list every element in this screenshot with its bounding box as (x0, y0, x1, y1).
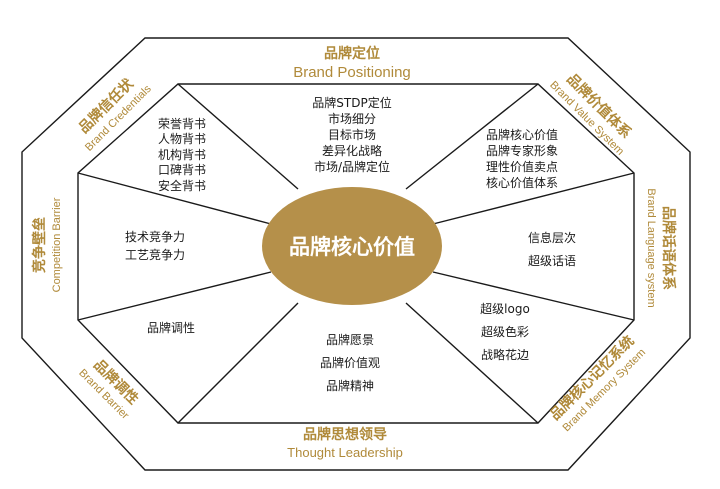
list-item: 市场细分 (328, 111, 376, 126)
bottom-title-cn: 品牌思想领导 (303, 426, 387, 443)
list-item: 机构背书 (158, 147, 206, 162)
center-label: 品牌核心价值 (289, 235, 415, 259)
list-item: 品牌价值观 (320, 355, 380, 370)
right-title-cn: 品牌话语体系 (660, 206, 677, 290)
top-title-en: Brand Positioning (293, 64, 411, 81)
list-item: 超级色彩 (481, 324, 529, 339)
list-item: 品牌愿景 (326, 333, 374, 347)
bottom-title-en: Thought Leadership (287, 445, 403, 460)
top-title-cn: 品牌定位 (324, 45, 380, 62)
list-item: 品牌调性 (147, 321, 195, 335)
list-item: 信息层次 (528, 230, 576, 245)
top-items: 品牌STDP定位 市场细分 目标市场 差异化战略 市场/品牌定位 (312, 95, 391, 174)
list-item: 理性价值卖点 (486, 159, 558, 174)
list-item: 口碑背书 (158, 162, 206, 177)
list-item: 品牌专家形象 (486, 143, 558, 158)
bottom-right-title: 品牌核心记忆系统 Brand Memory System (546, 332, 648, 434)
list-item: 安全背书 (158, 178, 206, 193)
right-title: 品牌话语体系 Brand Language system (645, 188, 677, 307)
bottom-left-items: 品牌调性 (147, 321, 195, 335)
center-ellipse (262, 187, 442, 305)
list-item: 人物背书 (158, 132, 206, 146)
left-items: 技术竞争力 工艺竞争力 (125, 230, 185, 262)
list-item: 品牌STDP定位 (312, 95, 391, 110)
spokes (77, 83, 635, 424)
top-left-items: 荣誉背书 人物背书 机构背书 口碑背书 安全背书 (158, 117, 206, 193)
outer-octagon (21, 37, 691, 471)
right-items: 信息层次 超级话语 (528, 230, 576, 268)
list-item: 超级话语 (528, 253, 576, 268)
list-item: 技术竞争力 (125, 230, 185, 244)
right-title-en: Brand Language system (645, 188, 657, 307)
list-item: 工艺竞争力 (125, 248, 185, 262)
bottom-items: 品牌愿景 品牌价值观 品牌精神 (320, 333, 380, 393)
left-title: 竞争壁垒 Competition Barrier (31, 197, 63, 292)
bottom-left-title: 品牌调性 Brand Barrier (76, 356, 142, 422)
left-title-cn: 竞争壁垒 (31, 217, 48, 273)
top-right-title: 品牌价值体系 Brand Value System (547, 70, 634, 157)
top-left-title: 品牌信任状 Brand Credentials (75, 75, 154, 154)
list-item: 超级logo (480, 301, 530, 316)
list-item: 品牌核心价值 (486, 127, 558, 142)
top-right-items: 品牌核心价值 品牌专家形象 理性价值卖点 核心价值体系 (486, 127, 558, 190)
bottom-right-items: 超级logo 超级色彩 战略花边 (480, 301, 530, 362)
list-item: 差异化战略 (322, 143, 382, 158)
list-item: 目标市场 (328, 127, 376, 142)
list-item: 品牌精神 (326, 379, 374, 393)
list-item: 核心价值体系 (486, 175, 558, 190)
list-item: 市场/品牌定位 (314, 159, 390, 174)
list-item: 荣誉背书 (158, 117, 206, 131)
list-item: 战略花边 (481, 347, 529, 362)
left-title-en: Competition Barrier (51, 197, 63, 292)
